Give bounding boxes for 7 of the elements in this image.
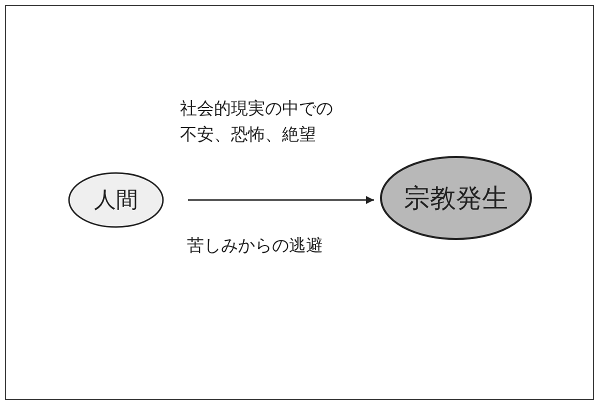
annotation-text: 社会的現実の中での不安、恐怖、絶望	[180, 98, 334, 147]
annotation-text: 苦しみからの逃避	[187, 235, 324, 258]
node-label: 宗教発生	[404, 182, 508, 216]
arrow	[188, 196, 374, 204]
node-label: 人間	[94, 187, 138, 215]
ellipse-node	[380, 156, 532, 240]
ellipse-node	[68, 172, 164, 228]
